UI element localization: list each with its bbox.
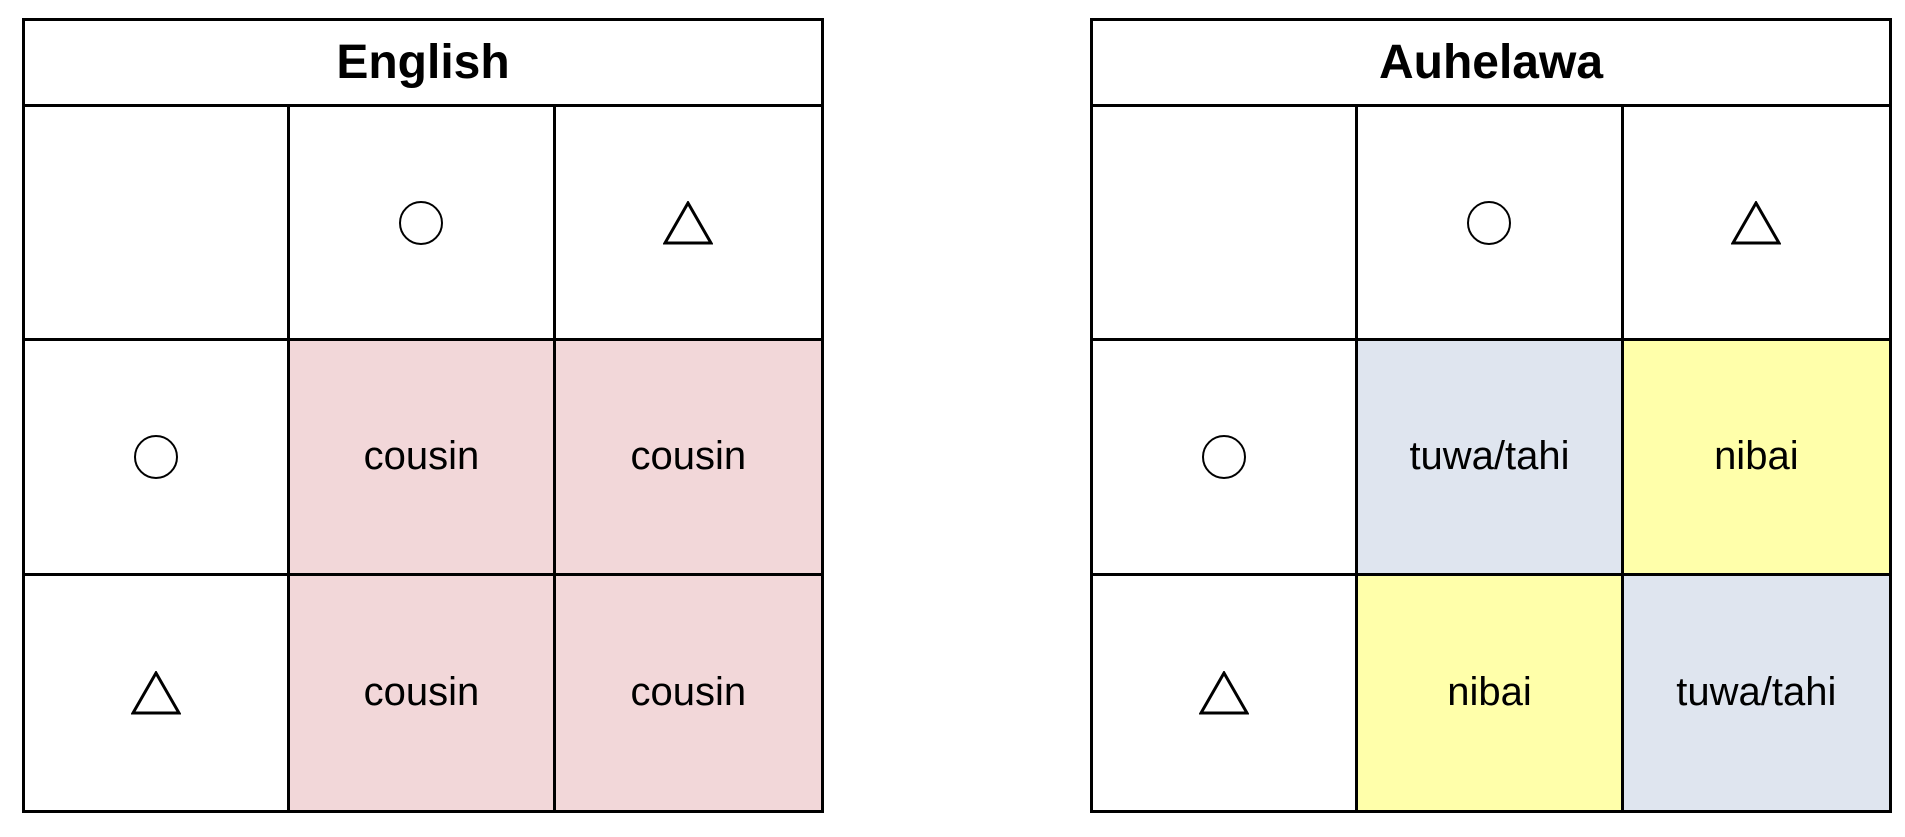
corner-cell: [25, 107, 291, 342]
corner-cell: [1093, 107, 1359, 342]
kinship-grid: tuwa/tahi nibai nibai tuwa/tahi: [1093, 107, 1889, 810]
row-header-triangle: [1093, 575, 1359, 810]
term-cell: nibai: [1358, 575, 1624, 810]
auhelawa-table: Auhelawa tuwa/tahi nibai nibai tuwa/tahi: [1090, 18, 1892, 813]
triangle-icon: [663, 200, 714, 245]
term-cell: cousin: [555, 341, 821, 576]
row-header-circle: [1093, 341, 1359, 576]
column-header-triangle: [1623, 107, 1889, 342]
row-header-circle: [25, 341, 291, 576]
english-table: English cousin cousin cousin cousin: [22, 18, 824, 813]
column-header-circle: [290, 107, 556, 342]
term-cell: tuwa/tahi: [1623, 575, 1889, 810]
term-cell: cousin: [555, 575, 821, 810]
column-header-triangle: [555, 107, 821, 342]
circle-icon: [134, 434, 179, 479]
table-title: English: [25, 21, 821, 107]
row-header-triangle: [25, 575, 291, 810]
kinship-grid: cousin cousin cousin cousin: [25, 107, 821, 810]
term-cell: nibai: [1623, 341, 1889, 576]
column-header-circle: [1358, 107, 1624, 342]
triangle-icon: [1731, 200, 1782, 245]
term-cell: cousin: [290, 575, 556, 810]
circle-icon: [1467, 200, 1512, 245]
circle-icon: [1202, 434, 1247, 479]
term-cell: cousin: [290, 341, 556, 576]
circle-icon: [399, 200, 444, 245]
triangle-icon: [131, 670, 182, 715]
triangle-icon: [1199, 670, 1250, 715]
table-title: Auhelawa: [1093, 21, 1889, 107]
term-cell: tuwa/tahi: [1358, 341, 1624, 576]
